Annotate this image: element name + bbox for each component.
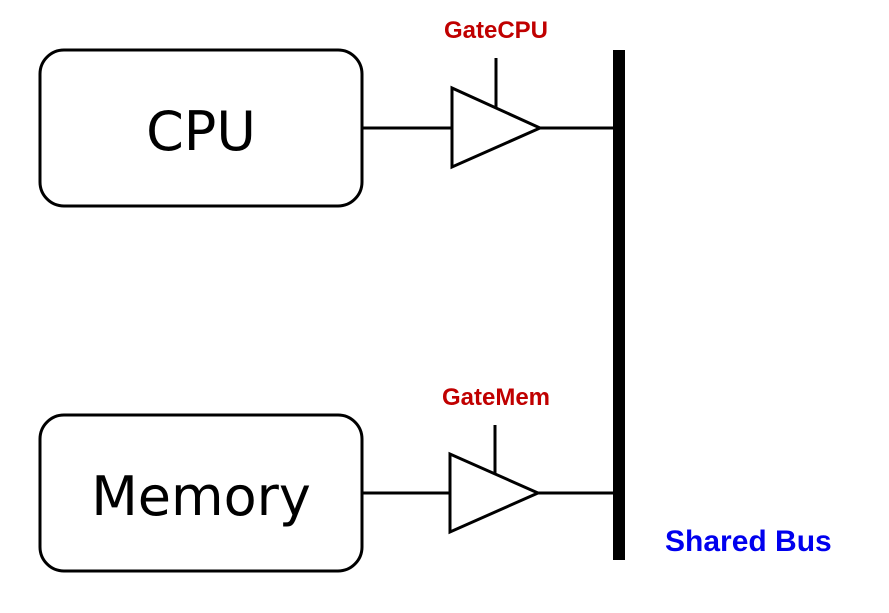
shared-bus-label: Shared Bus [665,525,832,558]
gate-mem-label: GateMem [442,384,550,411]
gate-cpu-label: GateCPU [444,17,548,44]
shared-bus-line [613,50,625,560]
cpu-label: CPU [146,100,256,163]
cpu-component: CPU [38,48,364,208]
memory-component: Memory [38,413,364,573]
memory-label: Memory [91,465,311,528]
